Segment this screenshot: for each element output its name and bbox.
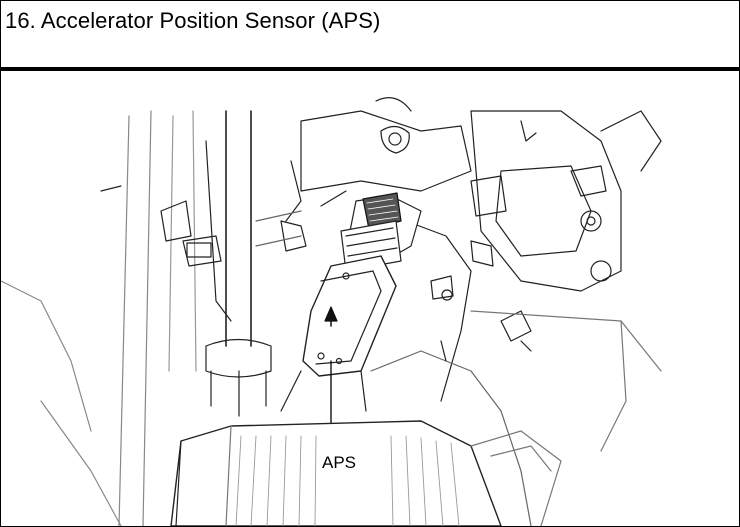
callout-aps: APS xyxy=(322,453,357,472)
pedal-arm xyxy=(205,110,272,417)
aps-sensor xyxy=(280,192,422,412)
section-title: 16. Accelerator Position Sensor (APS) xyxy=(5,8,381,33)
floor-panel xyxy=(1,280,532,526)
header-divider xyxy=(1,67,739,71)
pedal-pad xyxy=(170,420,562,526)
upper-bracket xyxy=(255,97,472,252)
right-mechanism xyxy=(405,110,662,452)
aps-illustration xyxy=(1,71,739,526)
